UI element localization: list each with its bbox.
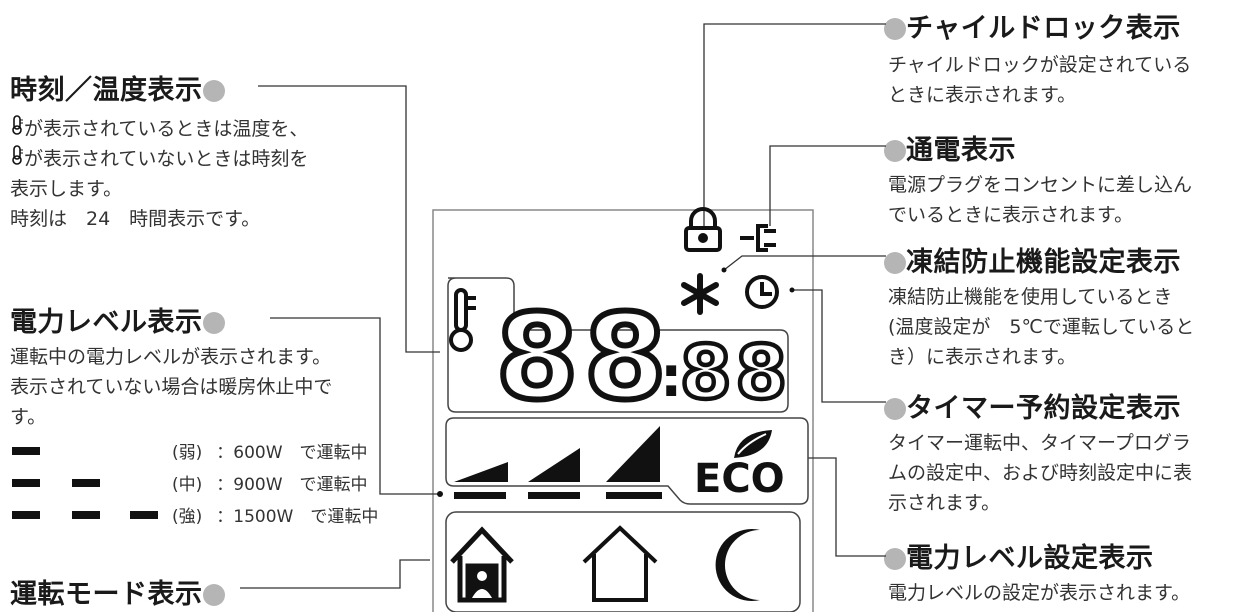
clock-temp-line: 表示します。 xyxy=(10,178,123,200)
timer-desc: タイマー運転中、タイマープログラ ムの設定中、および時刻設定中に表 示されます。 xyxy=(888,428,1192,518)
antifreeze-desc: 凍結防止機能を使用しているとき (温度設定が 5℃で運転していると き）に表示さ… xyxy=(888,282,1194,372)
power-on-heading: 通電表示 xyxy=(884,128,1016,167)
level-wedge-3 xyxy=(606,426,660,482)
leader-lines xyxy=(240,23,886,589)
clock-temp-line: 時刻は 24 時間表示です。 xyxy=(10,208,261,230)
callout-dot xyxy=(884,18,906,40)
power-setting-title: 電力レベル設定表示 xyxy=(906,543,1154,574)
level-bar-mid-1 xyxy=(12,479,40,487)
level-seg-3 xyxy=(606,492,662,499)
lcd-panel xyxy=(432,209,814,612)
timer-line: ムの設定中、および時刻設定中に表 xyxy=(888,462,1193,484)
timer-title: タイマー予約設定表示 xyxy=(906,393,1181,424)
clock-temp-title: 時刻／温度表示 xyxy=(10,75,203,106)
home-icon xyxy=(582,525,658,602)
clock-temp-line: が表示されているときは温度を、 xyxy=(24,118,309,140)
level-box xyxy=(445,417,809,505)
power-setting-desc: 電力レベルの設定が表示されます。 xyxy=(888,578,1190,608)
level-grade: (弱) xyxy=(172,443,203,463)
antifreeze-line: き）に表示されます。 xyxy=(888,346,1077,368)
thermometer-icon xyxy=(12,115,23,135)
thermometer-icon xyxy=(12,145,23,165)
callout-dot xyxy=(884,548,906,570)
callout-dot xyxy=(884,398,906,420)
level-bar-mid-2 xyxy=(72,479,100,487)
power-level-line: 運転中の電力レベルが表示されます。 xyxy=(10,346,332,368)
level-bar-strong-3 xyxy=(130,511,158,519)
power-level-heading: 電力レベル表示 xyxy=(10,300,225,339)
power-level-desc: 運転中の電力レベルが表示されます。 表示されていない場合は暖房休止中で す。 xyxy=(10,342,332,432)
level-row-strong: (強) ：1500W で運転中 xyxy=(172,502,378,527)
level-grade: (強) xyxy=(172,507,203,527)
power-setting-heading: 電力レベル設定表示 xyxy=(884,536,1154,575)
level-row-weak: (弱) ：600W で運転中 xyxy=(172,438,368,463)
callout-dot xyxy=(884,140,906,162)
callout-dot xyxy=(202,312,225,334)
power-on-desc: 電源プラグをコンセントに差し込ん でいるときに表示されます。 xyxy=(888,170,1192,230)
timer-line: タイマー運転中、タイマープログラ xyxy=(888,432,1191,454)
clock-temp-desc: が表示されているときは温度を、 が表示されていないときは時刻を 表示します。 時… xyxy=(10,114,308,234)
power-on-line: 電源プラグをコンセントに差し込ん xyxy=(888,174,1193,196)
lock-icon xyxy=(684,207,722,252)
level-text: ：600W で運転中 xyxy=(216,443,368,463)
home-person-icon xyxy=(450,526,514,603)
power-on-line: でいるときに表示されます。 xyxy=(888,204,1134,226)
level-text: ：1500W で運転中 xyxy=(216,507,379,527)
moon-icon xyxy=(715,529,760,601)
callout-dot xyxy=(202,80,225,102)
mode-box xyxy=(445,511,801,612)
child-lock-heading: チャイルドロック表示 xyxy=(884,6,1181,45)
clock-icon xyxy=(745,275,779,309)
leaf-icon xyxy=(734,430,772,458)
level-wedge-1 xyxy=(454,462,508,482)
snowflake-icon xyxy=(681,273,719,315)
power-setting-line: 電力レベルの設定が表示されます。 xyxy=(888,582,1191,604)
time-box xyxy=(447,277,789,413)
level-seg-2 xyxy=(528,492,580,499)
level-wedge-2 xyxy=(528,448,580,482)
level-bar-weak xyxy=(12,447,40,455)
mode-heading: 運転モード表示 xyxy=(10,572,225,611)
thermometer-icon xyxy=(449,288,476,352)
level-row-mid: (中) ：900W で運転中 xyxy=(172,470,368,495)
child-lock-desc: チャイルドロックが設定されている ときに表示されます。 xyxy=(888,50,1191,110)
child-lock-line: チャイルドロックが設定されている xyxy=(888,54,1192,76)
power-level-title: 電力レベル表示 xyxy=(10,307,203,338)
child-lock-line: ときに表示されます。 xyxy=(888,84,1077,106)
antifreeze-line: (温度設定が 5℃で運転していると xyxy=(888,316,1195,338)
callout-dot xyxy=(202,584,225,606)
clock-temp-heading: 時刻／温度表示 xyxy=(10,68,225,107)
antifreeze-heading: 凍結防止機能設定表示 xyxy=(884,240,1181,279)
clock-temp-line: が表示されていないときは時刻を xyxy=(24,148,309,170)
antifreeze-title: 凍結防止機能設定表示 xyxy=(906,247,1181,278)
timer-heading: タイマー予約設定表示 xyxy=(884,386,1181,425)
small-digits: 88 xyxy=(680,330,791,416)
big-digits: 88 xyxy=(496,288,672,426)
plug-icon xyxy=(740,224,776,252)
eco-label: ECO xyxy=(694,456,785,502)
level-bar-strong-2 xyxy=(72,511,100,519)
child-lock-title: チャイルドロック表示 xyxy=(906,13,1181,44)
timer-line: 示されます。 xyxy=(888,492,1001,514)
level-seg-1 xyxy=(454,492,506,499)
level-text: ：900W で運転中 xyxy=(216,475,368,495)
callout-dot xyxy=(884,252,906,274)
level-bar-strong-1 xyxy=(12,511,40,519)
power-on-title: 通電表示 xyxy=(906,135,1016,166)
colon: : xyxy=(660,345,682,410)
antifreeze-line: 凍結防止機能を使用しているとき xyxy=(888,286,1173,308)
power-level-line: 表示されていない場合は暖房休止中で xyxy=(10,376,333,398)
mode-title: 運転モード表示 xyxy=(10,579,203,610)
power-level-line: す。 xyxy=(10,406,47,428)
level-grade: (中) xyxy=(172,475,203,495)
